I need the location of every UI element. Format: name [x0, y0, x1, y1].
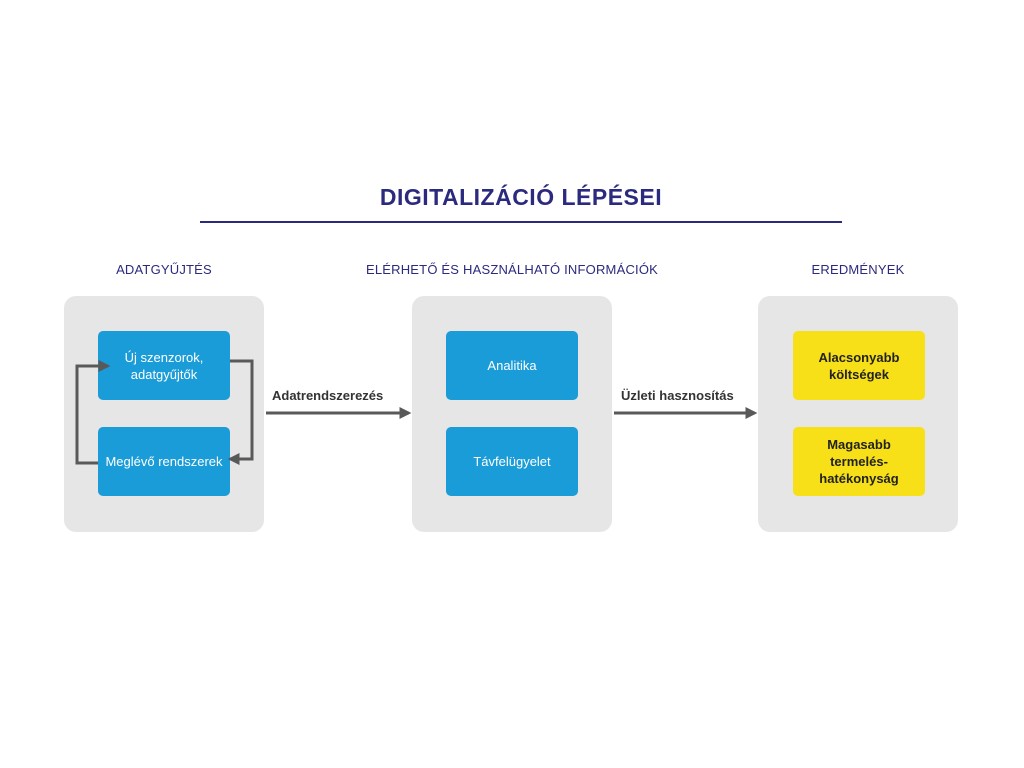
diagram-title: DIGITALIZÁCIÓ LÉPÉSEI [379, 184, 663, 210]
box-analytics: Analitika [446, 331, 578, 400]
flow-label-business-use: Üzleti hasznosítás [621, 388, 734, 403]
heading-information: ELÉRHETŐ ÉS HASZNÁLHATÓ INFORMÁCIÓK [365, 262, 659, 277]
box-new-sensors: Új szenzorok, adatgyűjtők [98, 331, 230, 400]
title-underline [200, 221, 842, 223]
heading-collection: ADATGYŰJTÉS [116, 262, 212, 277]
heading-results: EREDMÉNYEK [811, 262, 905, 277]
flow-label-data-organization: Adatrendszerezés [272, 388, 384, 403]
box-lower-costs: Alacsonyabb költségek [793, 331, 925, 400]
box-existing-systems: Meglévő rendszerek [98, 427, 230, 496]
box-remote-monitoring: Távfelügyelet [446, 427, 578, 496]
box-higher-efficiency: Magasabb termelés-hatékonyság [793, 427, 925, 496]
